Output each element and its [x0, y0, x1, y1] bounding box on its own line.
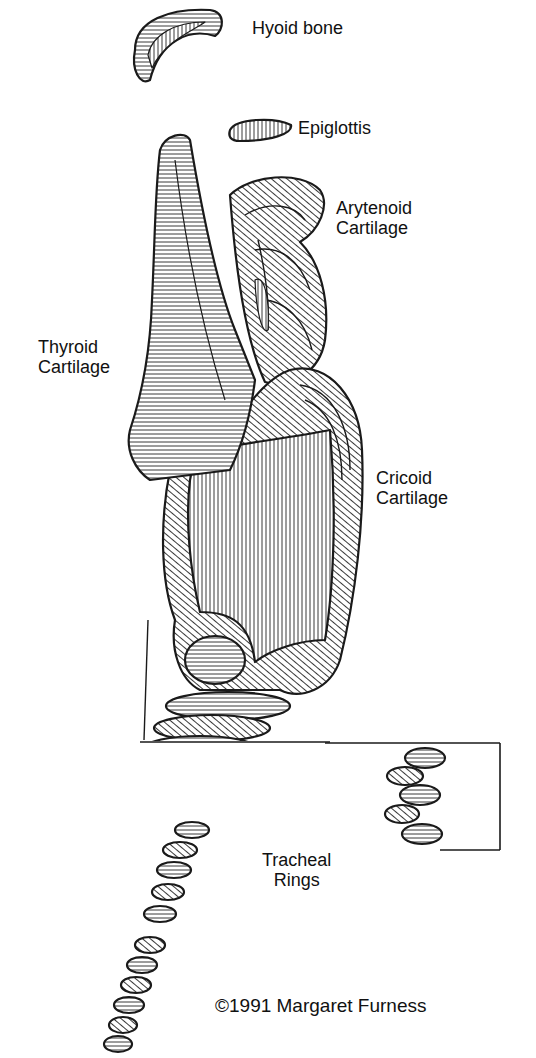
part-label: Epiglottis: [298, 118, 371, 138]
part-label: Arytenoid Cartilage: [336, 198, 412, 238]
part-label: Hyoid bone: [252, 18, 343, 38]
part-label: Cricoid Cartilage: [376, 468, 448, 508]
part-label: Thyroid Cartilage: [38, 337, 110, 377]
label-holder: Arytenoid Cartilage: [336, 198, 412, 238]
label-holder: Epiglottis: [298, 118, 371, 138]
label-holder: Tracheal Rings: [262, 850, 331, 890]
label-holder: Thyroid Cartilage: [38, 337, 110, 377]
label-holder: ©1991 Margaret Furness: [215, 995, 427, 1016]
label-holder: Cricoid Cartilage: [376, 468, 448, 508]
label-holder: Hyoid bone: [252, 18, 343, 38]
part-label: Tracheal Rings: [262, 850, 331, 890]
copyright-note: ©1991 Margaret Furness: [215, 995, 427, 1016]
